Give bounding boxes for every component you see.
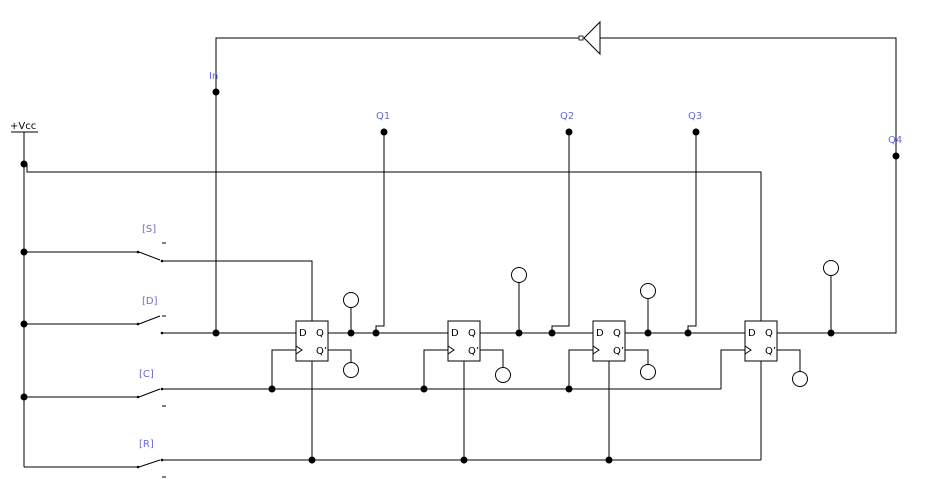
clock-switch-label: [C] <box>139 369 154 380</box>
reset-switch-label: [R] <box>139 439 154 450</box>
data-switch-label: [D] <box>142 296 158 307</box>
junctions <box>20 88 900 464</box>
ff4-qbar-pin: Q’ <box>765 346 776 357</box>
switch-reset[interactable] <box>24 459 761 478</box>
switch-clock[interactable] <box>24 388 721 407</box>
q3-lamp <box>640 283 656 299</box>
flipflop-3: D Q Q’ <box>568 132 745 460</box>
switch-data[interactable] <box>24 315 296 334</box>
q2-label: Q2 <box>560 111 574 122</box>
flipflop-2: D Q Q’ <box>423 132 593 460</box>
ff3-qbar-pin: Q’ <box>613 346 624 357</box>
switch-set[interactable] <box>24 242 313 321</box>
q4-lamp <box>823 260 839 276</box>
ff4-q-pin: Q <box>765 328 773 339</box>
ff2-q-pin: Q <box>468 328 476 339</box>
input-label: In <box>209 71 218 82</box>
switch-contacts <box>136 250 164 469</box>
ff4-d-pin: D <box>748 328 756 339</box>
q2bar-lamp <box>495 367 511 383</box>
ff1-qbar-pin: Q’ <box>316 346 327 357</box>
flipflop-1: D Q Q’ <box>271 132 448 460</box>
q3-label: Q3 <box>688 111 702 122</box>
q3bar-lamp <box>640 364 656 380</box>
ff1-q-pin: Q <box>316 328 324 339</box>
ff3-q-pin: Q <box>613 328 621 339</box>
q2-lamp <box>511 267 527 283</box>
q1bar-lamp <box>343 362 359 378</box>
ff2-d-pin: D <box>451 328 459 339</box>
q4-label: Q4 <box>888 135 902 146</box>
ff2-qbar-pin: Q’ <box>468 346 479 357</box>
flipflop-4: D Q Q’ <box>720 276 833 460</box>
vcc-label: +Vcc <box>10 121 36 132</box>
q1-label: Q1 <box>376 111 390 122</box>
ff1-d-pin: D <box>299 328 307 339</box>
q1-lamp <box>343 292 359 308</box>
q4bar-lamp <box>792 371 808 387</box>
set-switch-label: [S] <box>142 224 156 235</box>
buffer-gate <box>583 20 601 56</box>
ff3-d-pin: D <box>596 328 604 339</box>
feedback-loop <box>215 20 897 334</box>
